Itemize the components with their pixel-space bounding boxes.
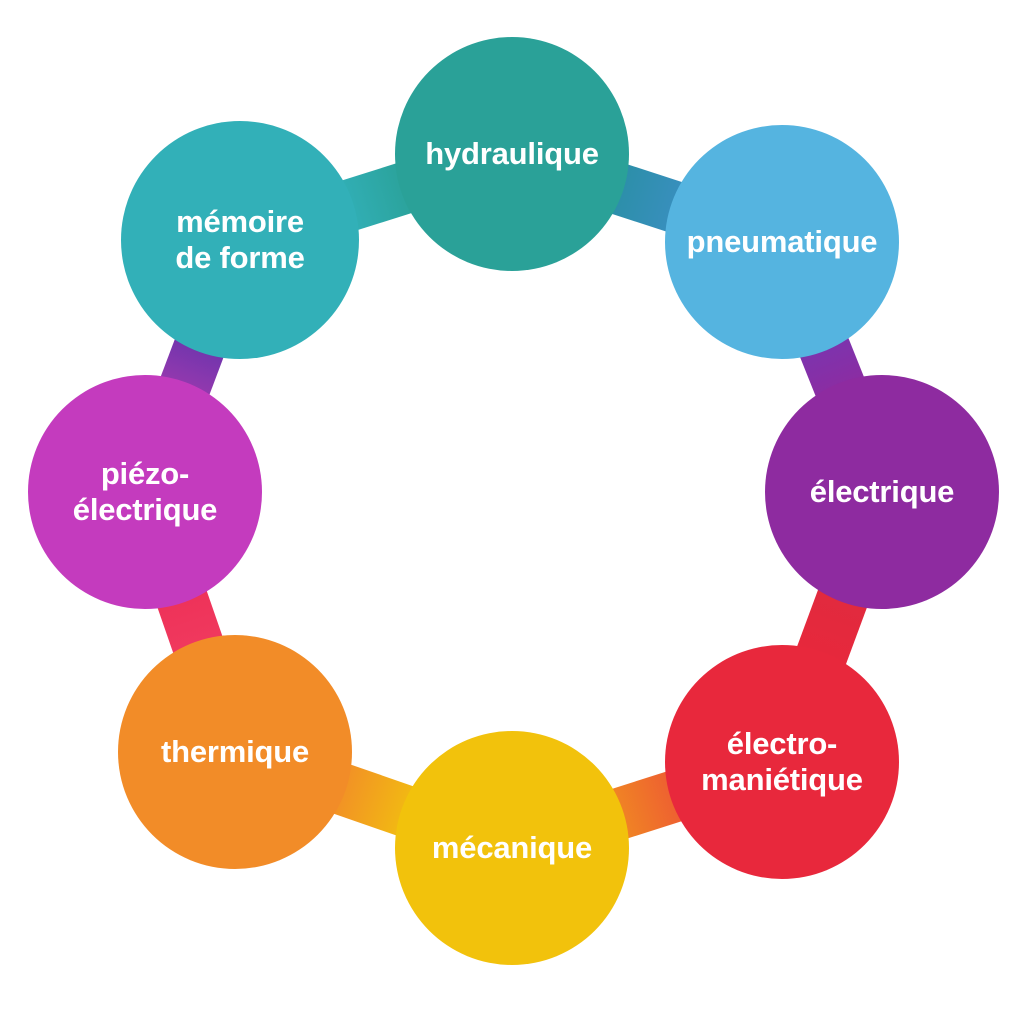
node-circle-electro-manietique[interactable] bbox=[665, 645, 899, 879]
node-circle-memoire-de-forme[interactable] bbox=[121, 121, 359, 359]
node-circle-electrique[interactable] bbox=[765, 375, 999, 609]
node-circle-mecanique[interactable] bbox=[395, 731, 629, 965]
connector-mecanique-to-thermique bbox=[323, 761, 424, 839]
circle-layer bbox=[28, 37, 999, 965]
node-circle-thermique[interactable] bbox=[118, 635, 352, 869]
node-circle-piezo-electrique[interactable] bbox=[28, 375, 262, 609]
node-circle-hydraulique[interactable] bbox=[395, 37, 629, 271]
node-circle-pneumatique[interactable] bbox=[665, 125, 899, 359]
